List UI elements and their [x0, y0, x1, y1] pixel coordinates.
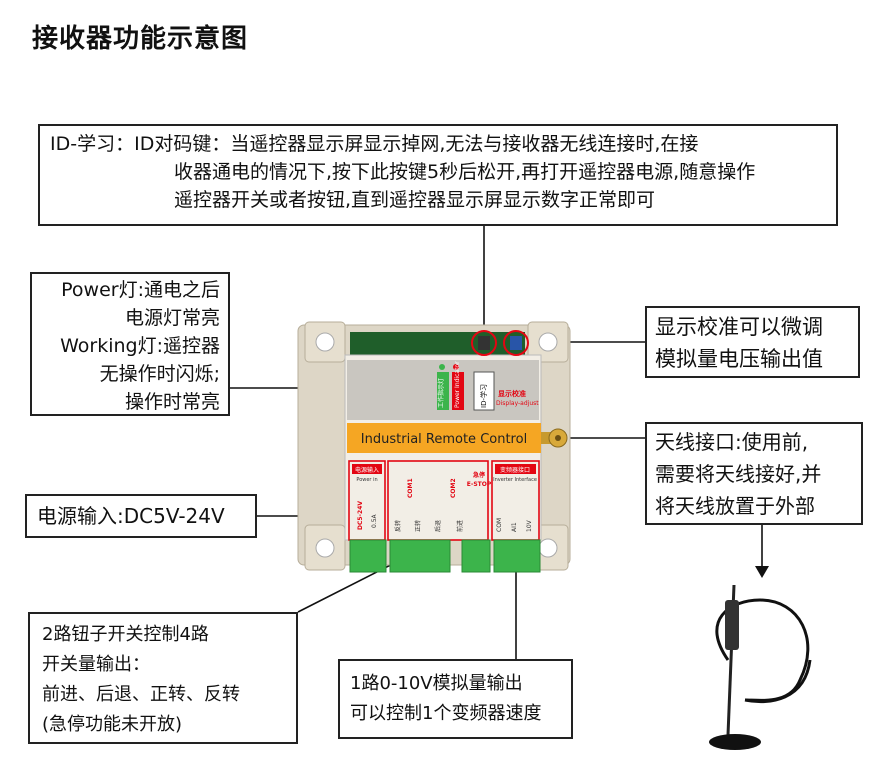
switch-output-line: 2路钮子开关控制4路 [42, 624, 209, 645]
analog-output-callout: 1路0-10V模拟量输出 可以控制1个变频器速度 [338, 659, 573, 739]
display-adjust-line: 模拟量电压输出值 [655, 347, 823, 371]
antenna-image [709, 584, 812, 750]
id-learn-line: 遥控器开关或者按钮,直到遥控器显示屏显示数字正常即可 [174, 189, 656, 211]
id-button[interactable] [478, 336, 490, 350]
id-learn-callout: ID-学习：ID对码键：当遥控器显示屏显示掉网,无法与接收器无线连接时,在接 收… [38, 124, 838, 226]
terminal-panel [348, 460, 540, 541]
display-adjust-label-en: Display-adjust [496, 400, 539, 407]
display-adjust-line: 显示校准可以微调 [655, 315, 823, 339]
switch-output-callout: 2路钮子开关控制4路 开关量输出： 前进、后退、正转、反转 (急停功能未开放) [28, 612, 298, 744]
display-adjust-highlight [503, 330, 529, 356]
com-label: COM [496, 518, 503, 532]
com2-label: COM2 [450, 478, 457, 498]
inverter-label-en: Inverter Interface [493, 477, 537, 483]
power-working-line: 无操作时闪烁; [99, 363, 220, 385]
voltage-label: DC5-24V [357, 501, 364, 530]
id-learn-line: 收器通电的情况下,按下此按键5秒后松开,再打开遥控器电源,随意操作 [174, 161, 756, 183]
switch-output-line: 前进、后退、正转、反转 [42, 684, 240, 705]
terminal-blocks[interactable] [349, 539, 541, 573]
device-banner-text: Industrial Remote Control [361, 432, 527, 447]
power-working-callout: Power灯:通电之后 电源灯常亮 Working灯:遥控器 无操作时闪烁; 操… [30, 272, 230, 416]
antenna-arrow-head [755, 566, 769, 578]
id-learn-label: ID-学习 [479, 384, 488, 408]
power-working-line: Power灯:通电之后 [61, 279, 220, 301]
id-button-highlight [471, 330, 497, 356]
estop-label-en: E-STOP [467, 481, 492, 488]
advance-label: 前进 [456, 520, 464, 532]
analog-output-line: 1路0-10V模拟量输出 [350, 673, 523, 694]
estop-label: 急停 [473, 471, 485, 479]
ai1-label: AI1 [511, 522, 518, 532]
id-learn-line: ID-学习：ID对码键：当遥控器显示屏显示掉网,无法与接收器无线连接时,在接 [50, 133, 699, 155]
reverse-label: 反转 [394, 520, 402, 532]
display-adjust-callout: 显示校准可以微调 模拟量电压输出值 [645, 306, 860, 378]
com1-label: COM1 [407, 478, 414, 498]
power-input-line: 电源输入:DC5V-24V [37, 504, 225, 528]
current-label: 0.5A [371, 513, 378, 528]
inverter-label: 变频器接口 [500, 466, 530, 474]
antenna-callout: 天线接口:使用前, 需要将天线接好,并 将天线放置于外部 [645, 422, 863, 525]
power-working-line: Working灯:遥控器 [60, 335, 220, 357]
working-light-label: 工作指示灯 [437, 378, 445, 408]
indicator-lights [437, 364, 495, 411]
forward-turn-label: 正转 [414, 520, 422, 532]
power-input-device-label-en: Power in [356, 477, 377, 483]
antenna-line: 天线接口:使用前, [655, 430, 809, 454]
analog-output-line: 可以控制1个变频器速度 [350, 703, 542, 724]
v10-label: 10V [526, 519, 533, 532]
power-input-device-label: 电源输入 [355, 466, 379, 474]
power-working-line: 操作时常亮 [124, 391, 220, 413]
power-working-line: 电源灯常亮 [124, 307, 220, 329]
power-light-label: Power Indicator [454, 361, 461, 408]
device-banner [347, 423, 541, 453]
switch-output-line: 开关量输出： [42, 654, 150, 675]
back-label: 后退 [434, 520, 442, 532]
display-adjust-label: 显示校准 [498, 389, 526, 398]
antenna-line: 需要将天线接好,并 [655, 462, 822, 486]
switch-output-line: (急停功能未开放) [42, 714, 183, 735]
antenna-line: 将天线放置于外部 [655, 494, 815, 518]
power-input-callout: 电源输入:DC5V-24V [25, 494, 257, 538]
display-adjust-knob[interactable] [510, 336, 522, 350]
page-title: 接收器功能示意图 [32, 24, 249, 54]
antenna-connector-port[interactable] [541, 428, 568, 448]
